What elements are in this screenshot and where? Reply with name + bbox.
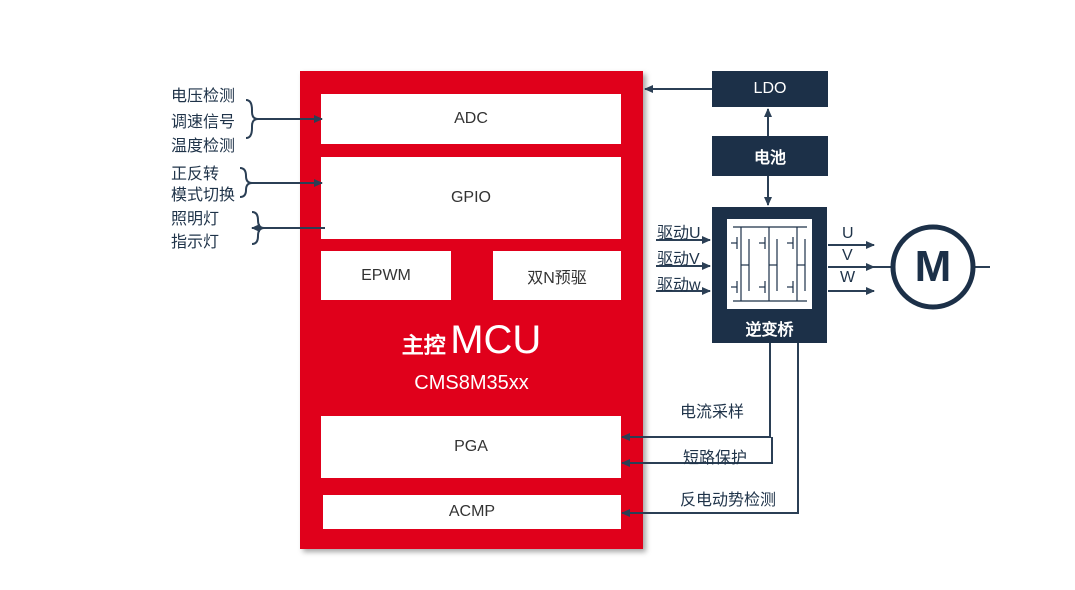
label-temp-detect: 温度检测 (171, 138, 236, 155)
adc-block: ADC (321, 94, 621, 144)
label-drive-v: 驱动V (657, 251, 700, 268)
epwm-block: EPWM (321, 251, 451, 300)
label-drive-w: 驱动w (657, 277, 701, 294)
inverter-label: 逆变桥 (745, 322, 794, 339)
acmp-block: ACMP (323, 495, 621, 529)
label-phase-w: W (840, 269, 856, 286)
mcu-title-en: MCU (450, 318, 542, 362)
motor-icon (890, 224, 976, 310)
label-voltage-detect: 电压检测 (171, 88, 236, 105)
label-fwd-rev: 正反转 (171, 166, 220, 183)
inverter-switch-matrix (727, 219, 812, 309)
pga-block: PGA (321, 416, 621, 478)
mcu-model: CMS8M35xx (414, 372, 529, 394)
label-drive-u: 驱动U (657, 225, 701, 242)
motor-symbol: M (914, 242, 952, 291)
label-indicator: 指示灯 (171, 234, 220, 251)
label-current-sampling: 电流采样 (680, 404, 745, 421)
battery-block: 电池 (712, 136, 828, 176)
label-phase-v: V (842, 247, 853, 264)
label-short-protection: 短路保护 (683, 450, 748, 467)
gpio-block: GPIO (321, 157, 621, 239)
predriver-block: 双N预驱 (493, 251, 621, 300)
label-speed-signal: 调速信号 (171, 114, 236, 131)
mosfet-array-icon (731, 226, 807, 302)
mcu-title: 主控 MCU (300, 320, 643, 360)
label-lighting: 照明灯 (171, 211, 220, 228)
ldo-block: LDO (712, 71, 828, 107)
mcu-title-cn: 主控 (401, 333, 446, 358)
label-phase-u: U (842, 225, 854, 242)
label-mode-switch: 模式切换 (171, 187, 236, 204)
label-bemf-detection: 反电动势检测 (680, 492, 777, 509)
